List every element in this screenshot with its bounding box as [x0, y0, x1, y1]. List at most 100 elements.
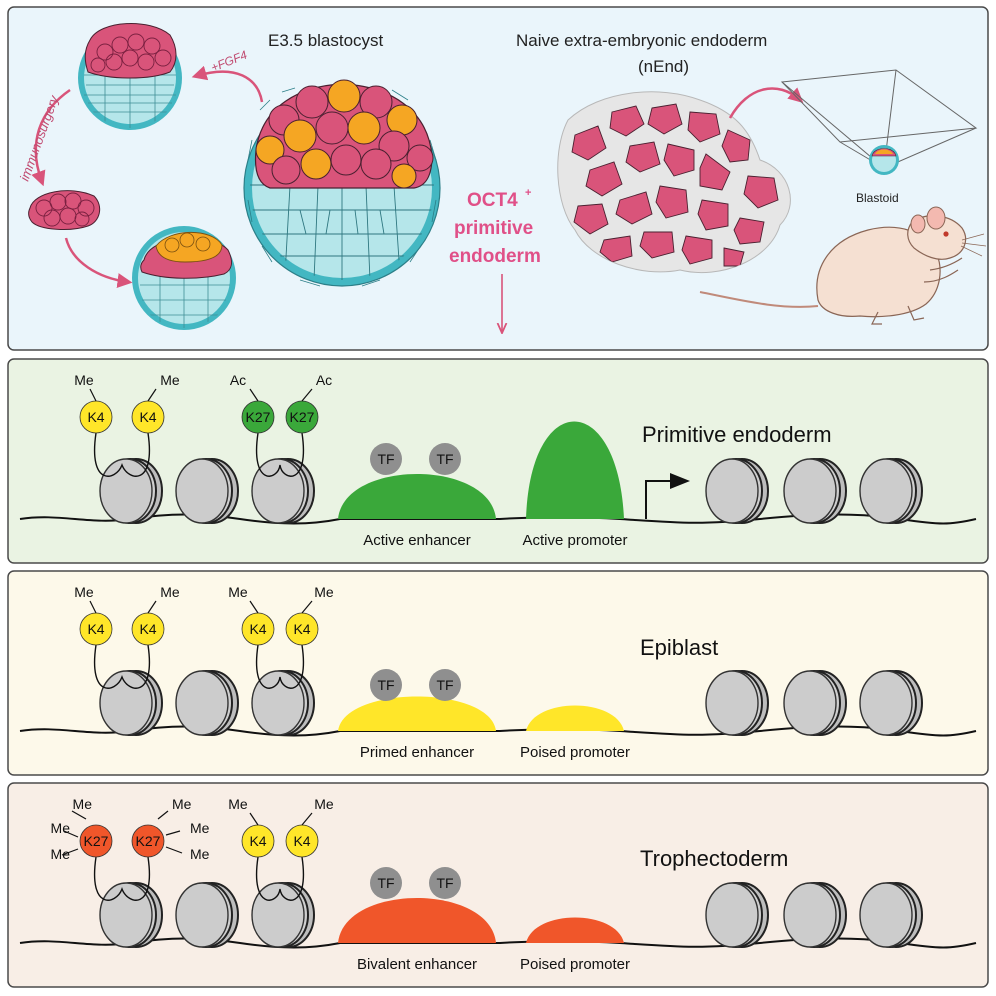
tf-1-label: TF [377, 875, 394, 891]
tf-2-label: TF [436, 875, 453, 891]
methyl-label: Me [51, 846, 71, 862]
fgf4-arrow [191, 65, 264, 103]
mod-bond [89, 388, 97, 402]
histone-tail-loop [93, 644, 151, 689]
mod-label-2b: Ac [316, 372, 332, 388]
enhancer-shape [338, 898, 496, 943]
mark-1a-label: K27 [84, 833, 109, 849]
nucleosome [175, 882, 239, 948]
panel-title: Trophectoderm [640, 846, 788, 871]
methyl-label: Me [172, 796, 192, 812]
nucleosome [99, 882, 163, 948]
panel-title: Epiblast [640, 635, 718, 660]
mouse-illustration [699, 206, 987, 325]
mod-label-2a: Me [228, 796, 248, 812]
nucleosome [783, 882, 847, 948]
histone-tail-loop [93, 856, 151, 901]
mod-label-2b: Me [314, 796, 334, 812]
mod-label-1a: Me [74, 372, 94, 388]
tf-2-circle [429, 867, 461, 899]
icm-clump [28, 190, 101, 230]
tss-arrow-line [645, 480, 672, 519]
nucleosome [99, 670, 163, 736]
blastoid-label: Blastoid [856, 191, 899, 205]
methyl-label: Me [73, 796, 93, 812]
nucleosome [783, 670, 847, 736]
mod-label-1b: Me [160, 584, 180, 600]
nucleosome [705, 882, 769, 948]
mark-1a-circle [79, 824, 113, 858]
mark-1b-label: K4 [139, 621, 156, 637]
top-panel-background [7, 6, 989, 351]
promoter-label: Poised promoter [520, 744, 630, 761]
tf-1-label: TF [377, 677, 394, 693]
methyl-bond [157, 810, 169, 820]
mark-1a-label: K4 [87, 621, 104, 637]
mod-bond [301, 388, 313, 402]
methyl-label: Me [190, 846, 210, 862]
mark-1b-circle [131, 824, 165, 858]
reaggregation-arrow [64, 237, 133, 289]
nucleosome [251, 882, 315, 948]
nucleosome [251, 670, 315, 736]
promoter-label: Active promoter [522, 532, 627, 549]
nucleosome [705, 670, 769, 736]
small-blastocyst-top [78, 23, 182, 130]
methyl-label: Me [190, 820, 210, 836]
mark-2a-label: K4 [249, 621, 266, 637]
enhancer-label: Active enhancer [363, 532, 471, 549]
oct4-label-line2: primitive [454, 218, 533, 239]
panel-background [7, 782, 989, 988]
tf-1-label: TF [377, 451, 394, 467]
mod-label-1b: Me [160, 372, 180, 388]
nucleosome [251, 458, 315, 524]
mark-2a-label: K27 [246, 409, 271, 425]
oct4-plus-sup: + [525, 187, 531, 199]
mark-1a-label: K4 [87, 409, 104, 425]
mod-label-1a: Me [74, 584, 94, 600]
tf-2-label: TF [436, 451, 453, 467]
nend-colony [557, 91, 791, 274]
tf-1-circle [370, 867, 402, 899]
tf-1-circle [370, 443, 402, 475]
mod-bond [147, 388, 157, 402]
mod-bond [301, 600, 313, 614]
oct4-label-line1: OCT4 [467, 190, 518, 211]
methyl-bond [63, 830, 79, 838]
mod-bond [301, 812, 313, 826]
small-blastocyst-bottom [132, 226, 236, 330]
blastoid-icon [869, 145, 899, 175]
histone-tail-loop [255, 432, 305, 477]
methyl-bond [61, 848, 79, 856]
nucleosome [859, 882, 923, 948]
methyl-label: Me [51, 820, 71, 836]
blastocyst-title: E3.5 blastocyst [268, 31, 384, 50]
mod-bond [249, 600, 259, 614]
tf-2-circle [429, 669, 461, 701]
mark-2a-label: K4 [249, 833, 266, 849]
mark-2b-label: K4 [293, 621, 310, 637]
mod-bond [249, 388, 259, 402]
nucleosome [859, 670, 923, 736]
mark-1b-label: K27 [136, 833, 161, 849]
oct4-label-line3: endoderm [449, 246, 541, 267]
methyl-bond [71, 810, 87, 820]
promoter-shape [526, 705, 624, 731]
panel-title: Primitive endoderm [642, 422, 832, 447]
mod-bond [147, 600, 157, 614]
mod-label-2a: Ac [230, 372, 246, 388]
immunosurgery-arrow [31, 88, 71, 187]
mark-2b-label: K27 [290, 409, 315, 425]
promoter-shape [526, 421, 624, 519]
e35-blastocyst [243, 79, 441, 287]
tss-arrow-head [670, 473, 690, 489]
nucleosome [99, 458, 163, 524]
top-panel: immunosurgery +FGF4 [7, 6, 989, 351]
tf-1-circle [370, 669, 402, 701]
methyl-bond [165, 846, 183, 854]
nucleosome [175, 458, 239, 524]
